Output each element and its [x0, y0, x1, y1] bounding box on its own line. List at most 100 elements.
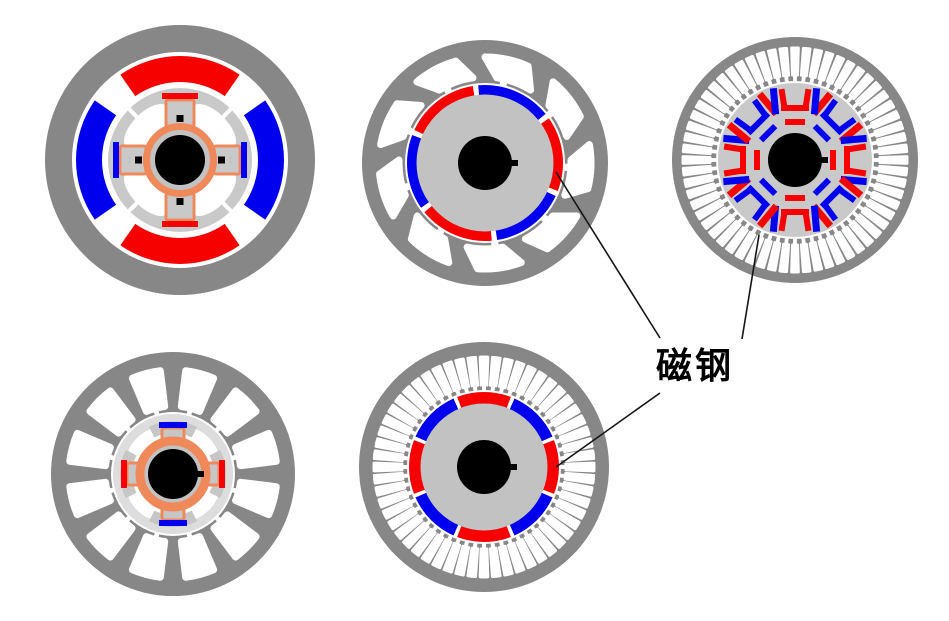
motor-bottom-left-wound-rotor-12slot — [50, 351, 296, 597]
stator-slot — [506, 541, 526, 574]
slot-opening — [422, 518, 433, 529]
pole-slit — [125, 196, 144, 215]
slot-opening — [832, 83, 841, 95]
stator-slot — [210, 511, 260, 561]
stator-slot — [431, 364, 453, 396]
commutator-mark — [176, 115, 184, 122]
ipm-pole-red — [723, 121, 760, 199]
stator-slot — [841, 225, 865, 255]
motor-top-middle-spm-6pole-9slot — [362, 40, 608, 286]
stator-slot — [870, 190, 901, 211]
slot-opening — [214, 421, 226, 433]
slot-opening — [851, 99, 862, 110]
stator-slot — [128, 367, 169, 415]
slot-opening — [522, 394, 531, 405]
slot-opening — [498, 383, 505, 395]
stator-slot — [420, 533, 445, 564]
slot-opening — [718, 197, 730, 206]
stator-slot — [825, 54, 846, 85]
slot-opening — [774, 235, 781, 247]
stator-slot — [521, 212, 581, 253]
surface-magnet-blue — [415, 492, 459, 536]
slot-opening — [870, 139, 882, 146]
slot-opening — [867, 182, 880, 189]
slot-opening — [741, 87, 752, 99]
slot-opening — [400, 446, 412, 453]
slot-opening — [499, 75, 509, 87]
shaft-key — [197, 471, 204, 477]
slot-opening — [707, 158, 718, 162]
rotor-crescent-cutout — [183, 428, 219, 464]
shaft-key — [511, 160, 518, 166]
slot-opening — [514, 533, 523, 545]
stator-slot — [716, 73, 742, 101]
magnet-bar — [723, 143, 744, 153]
magnet-bar — [837, 186, 857, 204]
stator-slot — [700, 90, 730, 114]
stator-slot — [523, 370, 548, 401]
rotor-crescent-cutout — [123, 103, 170, 150]
stator-slot — [817, 238, 835, 269]
slot-opening — [406, 428, 418, 437]
slot-opening — [845, 93, 856, 104]
stator-slot — [431, 538, 453, 570]
stator-slot — [523, 533, 548, 564]
slot-opening — [728, 99, 739, 110]
slot-opening — [845, 216, 856, 227]
magnet-bar — [830, 150, 836, 170]
slot-opening — [838, 221, 849, 233]
stator-slot — [86, 511, 136, 561]
surface-magnet-red — [541, 440, 560, 494]
slot-opening — [864, 189, 876, 198]
stator-slot — [563, 471, 596, 485]
stator-slot — [766, 48, 782, 79]
stator-slot — [377, 489, 410, 509]
rotor-crescent-cutout — [190, 103, 237, 150]
stator-slot — [177, 533, 218, 581]
slot-opening — [766, 232, 773, 245]
motor-top-right-ipm-8pole-multislot — [672, 37, 918, 283]
magnet-bar — [758, 177, 778, 197]
stator-slot — [555, 498, 587, 520]
stator-slot — [689, 109, 720, 130]
stator-slot — [766, 241, 782, 272]
stator-slot — [488, 355, 502, 388]
stator-slot — [555, 414, 587, 436]
magnet-bar — [819, 184, 844, 209]
motor-top-left-pm-stator-wound-rotor — [45, 25, 315, 295]
slot-opening — [774, 73, 781, 85]
stator-slot — [86, 387, 136, 437]
magnet-bar — [785, 119, 805, 125]
stator-slot — [407, 212, 453, 267]
stator-slot — [683, 173, 714, 189]
slot-opening — [463, 539, 470, 551]
magnet-bar — [756, 203, 780, 229]
slot-opening — [824, 229, 833, 241]
stator-slot — [877, 143, 909, 156]
stator-slot — [410, 527, 437, 557]
slot-opening — [734, 216, 745, 227]
magnet-bar — [821, 202, 839, 222]
slot-opening — [441, 82, 453, 95]
surface-magnet-blue — [415, 398, 459, 442]
slot-opening — [481, 382, 487, 392]
magnet-bar — [758, 123, 778, 143]
magnet-bar — [846, 167, 867, 177]
slot-opening — [400, 481, 412, 488]
stator-slot — [681, 164, 713, 177]
stator-slot — [497, 357, 514, 390]
slot-opening — [722, 106, 734, 117]
slot-opening — [749, 225, 758, 237]
slot-opening — [429, 524, 439, 535]
slot-opening — [856, 203, 868, 214]
stator-slot — [841, 65, 865, 95]
shaft — [768, 133, 822, 187]
slot-opening — [416, 412, 427, 422]
stator-slot — [374, 437, 407, 454]
slot-opening — [535, 518, 546, 529]
stator-slot — [689, 190, 720, 211]
stator-slot — [755, 238, 773, 269]
slot-opening — [399, 455, 410, 461]
slot-opening — [152, 532, 160, 544]
